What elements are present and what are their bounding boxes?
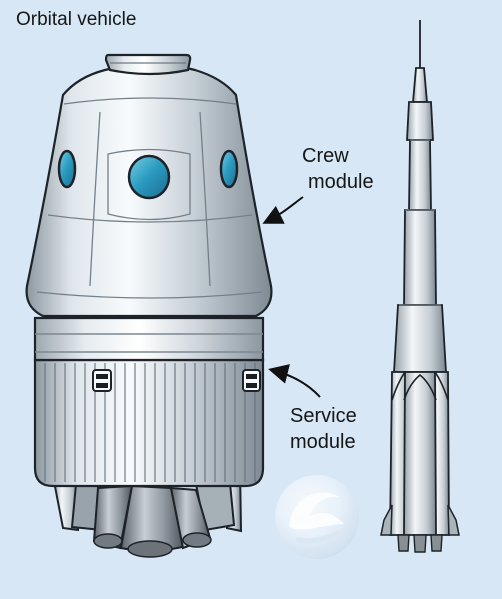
engine-nozzles [92,484,212,558]
crew-label-line2: module [308,171,374,193]
watermark-logo [275,475,359,559]
diagram-title: Orbital vehicle [16,9,137,30]
service-label-line2: module [290,431,356,453]
service-label-line1: Service [290,405,357,427]
transition-ring [33,316,265,362]
capsule-group [25,53,273,558]
service-module-body [33,358,265,488]
crew-panel-lines [36,97,263,299]
top-hatch [104,53,192,76]
service-module-arrow [268,364,321,398]
crew-window-center [127,154,171,200]
crew-module-arrow [262,196,304,224]
service-ribs [44,363,256,482]
crew-window-right [219,149,239,189]
service-hatches [92,369,261,392]
crew-window-left [57,149,77,189]
launch-vehicle [380,20,460,553]
crew-label-line1: Crew [302,145,349,167]
